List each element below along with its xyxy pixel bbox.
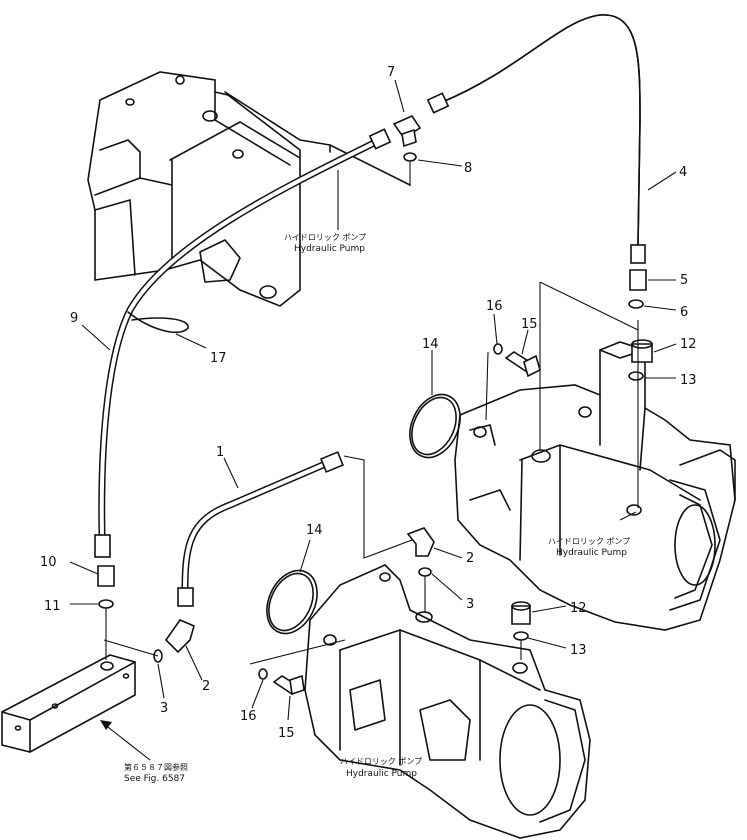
hydraulic-pump-upper-left (87, 71, 411, 307)
hydraulic-pump-lower (304, 564, 591, 839)
callout-11: 11 (44, 599, 61, 614)
hydraulic-pump-right (454, 341, 736, 631)
connector-10 (97, 565, 115, 587)
callout-10: 10 (40, 555, 57, 570)
o-ring-13-lower (513, 631, 529, 641)
callout-numbers: 7 8 4 5 6 12 13 16 15 14 9 17 1 2 3 14 1… (40, 65, 697, 741)
callout-13-lower: 13 (570, 643, 587, 658)
callout-4: 4 (679, 165, 687, 180)
o-ring-3-upper (418, 567, 432, 577)
callout-6: 6 (680, 305, 688, 320)
callout-7: 7 (387, 65, 395, 80)
plug-12-lower (511, 605, 531, 625)
callout-15-upper: 15 (521, 317, 538, 332)
pump-labels: ハイドロリック ポンプ Hydraulic Pump ハイドロリック ポンプ H… (124, 233, 630, 784)
see-fig-jp: 第６５８７図参照 (124, 762, 188, 772)
hose-4 (426, 14, 646, 264)
callout-14-upper: 14 (422, 337, 439, 352)
pump-label-en-lower: Hydraulic Pump (346, 769, 417, 779)
tee-fitting-7 (392, 114, 422, 148)
callout-13-upper: 13 (680, 373, 697, 388)
manifold-block (1, 654, 136, 753)
pump-label-jp-right: ハイドロリック ポンプ (548, 537, 630, 546)
callout-16-upper: 16 (486, 299, 503, 314)
pump-label-jp-lower: ハイドロリック ポンプ (340, 757, 422, 766)
connector-5 (629, 269, 647, 291)
elbow-2-lower (164, 619, 195, 654)
callout-15-lower: 15 (278, 726, 295, 741)
see-fig-en: See Fig. 6587 (124, 774, 185, 784)
pump-label-jp-upper: ハイドロリック ポンプ (284, 233, 366, 242)
o-ring-6 (628, 299, 644, 309)
o-ring-3-lower (153, 649, 163, 663)
callout-12-lower: 12 (570, 601, 587, 616)
hose-1 (177, 451, 345, 607)
clamp-17 (127, 311, 189, 334)
bolt-15-lower (272, 674, 305, 696)
callout-17: 17 (210, 351, 227, 366)
o-ring-11 (98, 599, 114, 609)
plug-12-upper (631, 343, 653, 363)
callout-1: 1 (216, 445, 224, 460)
callout-3-lower: 3 (160, 701, 168, 716)
pump-label-en-right: Hydraulic Pump (556, 548, 627, 558)
hose-9 (94, 128, 392, 558)
callout-14-lower: 14 (306, 523, 323, 538)
bolt-15-upper (504, 351, 541, 378)
callout-12-upper: 12 (680, 337, 697, 352)
callout-9: 9 (70, 311, 78, 326)
callout-16-lower: 16 (240, 709, 257, 724)
o-ring-14-lower (266, 569, 318, 635)
pump-label-en-upper: Hydraulic Pump (294, 244, 365, 254)
o-ring-13-upper (628, 371, 644, 381)
callout-8: 8 (464, 161, 472, 176)
callout-3-upper: 3 (466, 597, 474, 612)
callout-2-upper: 2 (466, 551, 474, 566)
o-ring-8 (403, 152, 417, 162)
washer-16-lower (258, 668, 268, 680)
washer-16-upper (493, 343, 503, 355)
leader-lines (69, 79, 677, 761)
elbow-2-upper (406, 527, 435, 557)
callout-5: 5 (680, 273, 688, 288)
callout-2-lower: 2 (202, 679, 210, 694)
o-ring-14-upper (409, 393, 461, 459)
